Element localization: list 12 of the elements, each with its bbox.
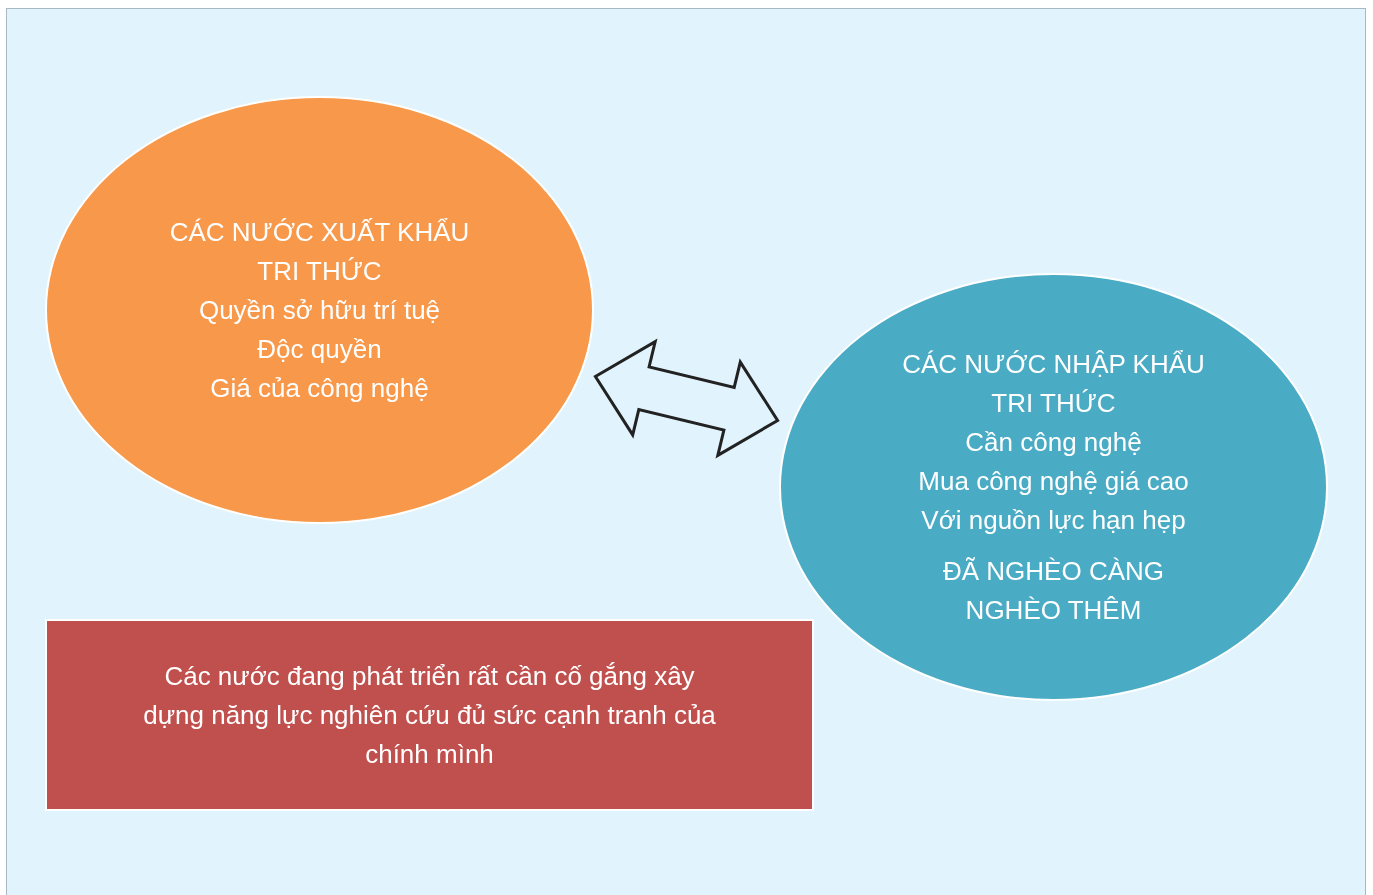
double-block-arrow	[593, 338, 780, 459]
node-text: Các nước đang phát triển rất cần cố gắng xây dựng năng lực nghiên cứu đủ sức cạnh tranh của chính mình	[142, 659, 717, 771]
node-text: ĐÃ NGHÈO CÀNG NGHÈO THÊM	[942, 554, 1165, 627]
rectangle-node	[45, 619, 814, 811]
node-text: Quyền sở hữu trí tuệ	[198, 293, 441, 327]
node-text: Cần công nghệ	[965, 425, 1142, 459]
node-heading: CÁC NƯỚC NHẬP KHẨU TRI THỨC	[901, 347, 1206, 420]
node-heading: CÁC NƯỚC XUẤT KHẨU TRI THỨC	[168, 215, 471, 288]
node-text: Giá của công nghệ	[210, 371, 429, 405]
node-text: Mua công nghệ giá cao	[918, 464, 1189, 498]
node-text: Với nguồn lực hạn hẹp	[921, 503, 1186, 537]
node-text: Độc quyền	[257, 332, 382, 366]
